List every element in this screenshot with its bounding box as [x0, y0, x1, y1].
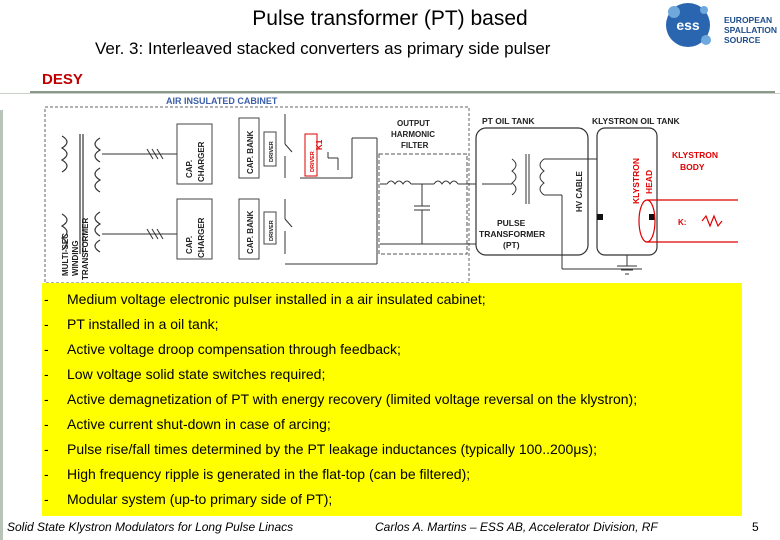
cap-bank-lower: [238, 198, 260, 260]
transformer-label-3: TRANSFORMER: [81, 218, 90, 280]
hv-connector-left: [597, 214, 603, 220]
bullet-text: High frequency ripple is generated in th…: [67, 466, 471, 482]
driver-upper-label: DRIVER: [269, 141, 275, 162]
ground-symbol: [617, 255, 637, 275]
bullet-text: Modular system (up-to primary side of PT…: [67, 491, 333, 507]
list-item: - PT installed in a oil tank;: [42, 312, 742, 337]
switch-lower: [284, 199, 293, 254]
ess-logo: ess EUROPEAN SPALLATION SOURCE: [652, 0, 780, 50]
list-item: - Medium voltage electronic pulser instal…: [42, 287, 742, 312]
ess-logo-mark: ess: [666, 3, 711, 47]
cap-bank-upper: [238, 117, 260, 179]
driver-lower-label: DRIVER: [269, 220, 275, 241]
logo-wordmark: EUROPEAN SPALLATION SOURCE: [724, 15, 777, 45]
logo-line: SOURCE: [724, 35, 761, 45]
cabinet-label: AIR INSULATED CABINET: [166, 96, 278, 106]
list-item: - Active demagnetization of PT with energ…: [42, 387, 742, 412]
slide-subtitle: Ver. 3: Interleaved stacked converters a…: [95, 39, 551, 58]
header-rule: [30, 91, 775, 93]
cap-bank-upper-label: CAP. BANK: [246, 130, 255, 174]
list-item: - Pulse rise/fall times determined by the…: [42, 437, 742, 462]
filter-label-3: FILTER: [401, 141, 429, 150]
logo-mark-text: ess: [676, 17, 700, 33]
bullet-text: Medium voltage electronic pulser install…: [67, 291, 486, 307]
bullet-text: Active demagnetization of PT with energy…: [67, 391, 638, 407]
bullet-text: PT installed in a oil tank;: [67, 316, 219, 332]
list-item: - Active current shut-down in case of arc…: [42, 412, 742, 437]
bullet-marker: -: [44, 391, 49, 407]
bullet-marker: -: [44, 466, 49, 482]
cap-charger-lower-l1: CAP.: [185, 236, 194, 254]
cap-charger-upper-l1: CAP.: [185, 160, 194, 178]
bullet-marker: -: [44, 491, 49, 507]
klystron-body-label-2: BODY: [680, 162, 705, 172]
bullet-text: Active voltage droop compensation throug…: [67, 341, 401, 357]
charger-wires: [102, 148, 177, 240]
bullet-text: Low voltage solid state switches require…: [67, 366, 326, 382]
footer-author: Carlos A. Martins – ESS AB, Accelerator …: [375, 520, 658, 534]
klystron-oil-tank-label: KLYSTRON OIL TANK: [592, 116, 681, 126]
k1-label: K1: [315, 139, 324, 150]
transformer-label-1: MULTI-SEC: [61, 233, 70, 276]
pt-label-2: TRANSFORMER: [479, 229, 545, 239]
slide-title: Pulse transformer (PT) based: [252, 7, 528, 30]
logo-line: EUROPEAN: [724, 15, 773, 25]
bullet-marker: -: [44, 441, 49, 457]
klystron-body-label-1: KLYSTRON: [672, 150, 718, 160]
filter-label-1: OUTPUT: [397, 119, 430, 128]
bullet-text: Active current shut-down in case of arci…: [67, 416, 331, 432]
slide-frame-left: [0, 110, 3, 540]
cap-charger-lower-l2: CHARGER: [197, 217, 206, 258]
k1-driver: [304, 133, 318, 177]
circuit-diagram: AIR INSULATED CABINET MULTI-SEC WINDING …: [42, 94, 742, 286]
org-label: DESY: [42, 71, 83, 88]
cap-bank-lower-label: CAP. BANK: [246, 210, 255, 254]
bullet-marker: -: [44, 316, 49, 332]
list-item: - High frequency ripple is generated in t…: [42, 462, 742, 487]
header-rule-thin: [0, 93, 780, 94]
k-label: K:: [678, 218, 686, 227]
circuit-diagram-svg: AIR INSULATED CABINET MULTI-SEC WINDING …: [44, 96, 738, 284]
list-item: - Active voltage droop compensation throu…: [42, 337, 742, 362]
pt-oil-tank-label: PT OIL TANK: [482, 116, 535, 126]
filter-label-2: HARMONIC: [391, 130, 435, 139]
output-filter-box: [378, 153, 468, 255]
k1-switch: [300, 138, 353, 179]
transformer-label-2: WINDING: [71, 240, 80, 276]
cap-charger-lower: [176, 198, 213, 260]
list-item: - Modular system (up-to primary side of P…: [42, 487, 742, 512]
switch-upper: [284, 114, 293, 178]
klystron-head-label-1: KLYSTRON: [631, 158, 641, 204]
bus-wires: [285, 137, 378, 265]
driver-upper: [263, 131, 277, 167]
bullet-marker: -: [44, 416, 49, 432]
filter-components: [380, 180, 482, 245]
bullet-text: Pulse rise/fall times determined by the …: [67, 441, 597, 457]
cap-charger-upper: [176, 123, 213, 185]
bullet-panel: [42, 283, 742, 516]
footer-title: Solid State Klystron Modulators for Long…: [7, 520, 294, 534]
klystron-head-label-2: HEAD: [644, 170, 654, 194]
pt-label-3: (PT): [503, 240, 520, 250]
page-number: 5: [752, 520, 759, 534]
list-item: - Low voltage solid state switches requir…: [42, 362, 742, 387]
bullet-marker: -: [44, 291, 49, 307]
pt-label-1: PULSE: [497, 218, 526, 228]
driver-lower: [263, 211, 277, 245]
cap-charger-upper-l2: CHARGER: [197, 141, 206, 182]
bullet-marker: -: [44, 366, 49, 382]
hv-connector-right: [649, 214, 655, 220]
multi-sec-transformer: [60, 134, 102, 254]
bullet-list: - Medium voltage electronic pulser instal…: [42, 287, 742, 512]
k1-driver-label: DRIVER: [310, 151, 316, 172]
hv-cable-label: HV CABLE: [575, 170, 584, 212]
klystron-body: [638, 199, 738, 243]
logo-line: SPALLATION: [724, 25, 778, 35]
pt-oil-tank: [475, 127, 589, 256]
bullet-marker: -: [44, 341, 49, 357]
